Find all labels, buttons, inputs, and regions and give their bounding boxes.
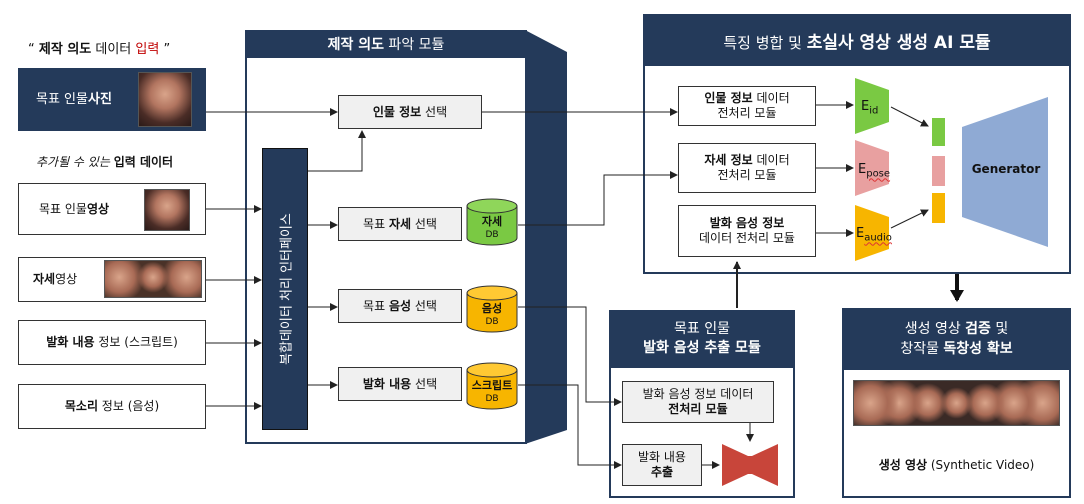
latent-pose-block [932, 156, 945, 186]
synthetic-video-filmstrip [853, 380, 1060, 426]
interface-bar: 복합데이터 처리 인터페이스 [262, 148, 308, 430]
arrow-encoder-id-to-latent [890, 106, 929, 127]
synthetic-video-caption: 생성 영상 (Synthetic Video) [878, 458, 1035, 472]
generator-label: Generator [971, 162, 1041, 176]
encoder-id-label: Eid [861, 99, 879, 117]
intent-module-3d-side [525, 30, 567, 444]
encoder-audio-shape [855, 205, 889, 261]
optional-input-label: 추가될 수 있는 입력 데이터 [36, 155, 174, 169]
target-photo-image [138, 72, 192, 127]
pose-video-image [104, 260, 202, 298]
intent-module-title: 제작 의도 파악 모듈 [245, 30, 527, 58]
person-select-box: 인물 정보 선택 [338, 95, 482, 129]
script-box: 발화 내용 정보 (스크립트) [18, 320, 206, 365]
arrow-script-db-to-extract [518, 384, 622, 469]
arrow-interface-to-person-select [308, 130, 366, 172]
encoder-pose-shape [855, 140, 889, 196]
encoder-audio-label: Eaudio [856, 226, 892, 244]
generator-shape [962, 97, 1048, 247]
latent-id-block [932, 118, 945, 146]
generation-module-title: 특징 병합 및 초실사 영상 생성 AI 모듈 [643, 14, 1071, 66]
latent-audio-block [932, 193, 945, 223]
encoder-pose-label: Epose [858, 162, 891, 180]
pose-select-box: 목표 자세 선택 [338, 207, 462, 241]
voice-box: 목소리 정보 (음성) [18, 384, 206, 429]
voice-select-box: 목표 음성 선택 [338, 289, 462, 323]
arrow-encoder-audio-to-latent [890, 209, 929, 229]
encoder-id-shape [855, 78, 889, 134]
arrow-pose-db-to-pose-pre [518, 171, 678, 226]
arrow-voice-db-to-extract [518, 306, 622, 406]
intent-data-label: “ 제작 의도 데이터 입력 ” [28, 42, 171, 57]
target-video-image [144, 189, 190, 231]
script-select-box: 발화 내용 선택 [338, 367, 462, 401]
speech-extract-shape [722, 444, 778, 486]
